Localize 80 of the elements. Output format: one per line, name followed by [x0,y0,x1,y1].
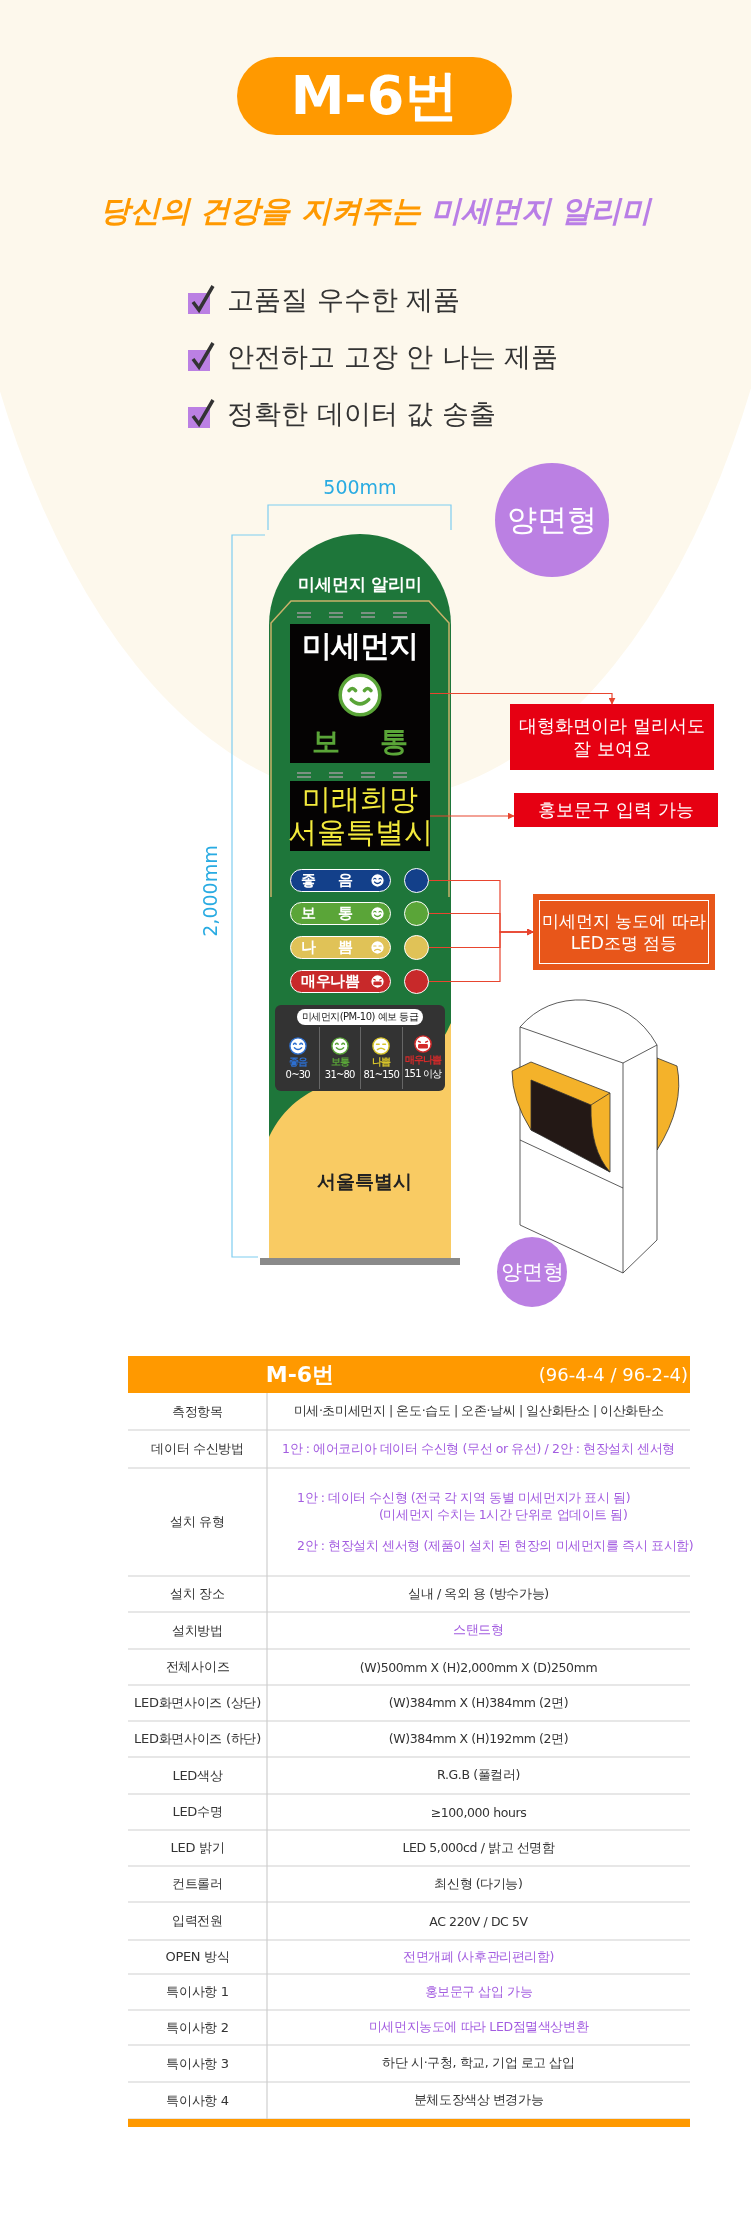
cell-value: 홍보문구 삽입 가능 [424,1983,533,2001]
legend-heading: 미세먼지(PM-10) 예보 등급 [296,1009,424,1025]
status-text: 나 쁨 [301,938,353,957]
row-label: 데이터 수신방법 [151,1440,244,1458]
arrow [429,812,515,820]
cell-value: (W)384mm X (H)192mm (2면) [388,1730,569,1748]
cell-value: 분체도장색상 변경가능 [413,2092,544,2109]
grade-name: 매우나쁨 [404,1053,441,1067]
screen-status: 보 통 [312,725,408,759]
grade-name: 보통 [330,1054,349,1069]
cell-value: R.G.B (풀컬러) [437,1767,520,1784]
row-label: 특이사항 4 [166,2091,229,2110]
cell-value: 하단 시·구청, 학교, 기업 로고 삽입 [382,2055,575,2072]
cell-value: (W)384mm X (H)384mm (2면) [388,1694,569,1712]
cell-value: (W)500mm X (H)2,000mm X (D)250mm [359,1659,598,1675]
cell-value: 스탠드형 [453,1622,504,1639]
status-level-tag [290,902,391,925]
dimension-label: 2,000mm [199,845,221,937]
cell-value: AC 220V / DC 5V [429,1913,528,1929]
row-label: 설치 유형 [170,1513,225,1531]
row-label: OPEN 방식 [165,1948,230,1966]
type-badge: 양면형 [497,1237,567,1307]
row-label: 전체사이즈 [165,1658,230,1676]
cell-value: LED 5,000cd / 밝고 선명함 [402,1839,555,1857]
cell-value: 최신형 (다기능) [434,1875,523,1893]
cell-value: 1안 : 에어코리아 데이터 수신형 (무선 or 유선) / 2안 : 현장설치 센서형 [282,1440,675,1458]
arrow [429,692,616,705]
sign-stand [269,535,451,1258]
cell-value: 실내 / 옥외 용 (방수가능) [408,1585,549,1603]
status-text: 좋 음 [301,871,353,890]
model-code: (96-4-4 / 96-2-4) [538,1364,688,1385]
screen-message: 미래희망 서울특별시 [287,783,433,849]
grade-legend-panel [275,1005,445,1091]
cell-value: 전면개폐 (사후관리편리함) [402,1948,555,1966]
status-text: 보 통 [301,904,353,923]
arrow [428,928,534,983]
row-label: LED색상 [172,1766,223,1785]
screen-title: 미세먼지 [302,628,418,664]
row-label: LED 밝기 [170,1839,225,1857]
feature-text: 안전하고 고장 안 나는 제품 [227,340,559,374]
status-text: 매우나쁨 [301,972,359,991]
row-label: LED화면사이즈 (상단) [134,1694,261,1712]
callout-box: 대형화면이라 멀리서도 잘 보여요 [510,704,714,770]
tagline: 당신의 건강을 지켜주는 [99,191,421,230]
row-label: LED수명 [172,1803,223,1821]
row-label: 특이사항 2 [166,2018,229,2037]
grade-range: 0~30 [285,1068,310,1080]
row-label: 설치 장소 [170,1585,225,1603]
row-label: 입력전원 [172,1912,223,1930]
row-label: 측정항목 [172,1402,223,1421]
sign-footer-text: 서울특별시 [316,1169,412,1194]
row-label: 특이사항 1 [166,1983,229,2001]
model-badge: M-6번 [237,57,512,135]
cell-value: 1안 : 데이터 수신형 (전국 각 지역 동별 미세먼지가 표시 됨) [297,1489,631,1507]
callout-box: 미세먼지 농도에 따라 LED조명 점등 [533,894,715,970]
grade-name: 나쁨 [372,1054,391,1069]
grade-name: 좋음 [288,1054,307,1069]
row-label: LED화면사이즈 (하단) [134,1730,261,1748]
cell-value: 2안 : 현장설치 센서형 (제품이 설치 된 현장의 미세먼지를 즉시 표시함) [297,1537,694,1555]
table-title: M-6번 [265,1360,335,1389]
sign-heading: 미세먼지 알리미 [297,572,423,596]
grade-range: 151 이상 [404,1067,442,1081]
row-label: 컨트롤러 [172,1875,223,1893]
dimension-label: 500mm [323,476,397,498]
grade-range: 31~80 [324,1068,355,1080]
cell-value: (미세먼지 수치는 1시간 단위로 업데이트 됨) [378,1506,628,1524]
cell-value: ≥100,000 hours [430,1804,527,1820]
row-label: 설치방법 [172,1621,223,1640]
cell-value: 미세먼지농도에 따라 LED점멸색상변환 [368,2019,589,2036]
tagline-highlight: 미세먼지 알리미 [430,191,652,230]
status-level-tag [290,869,391,892]
status-level-tag [290,936,391,959]
status-level-tag [290,970,391,993]
led-screen [290,624,430,763]
feature-text: 고품질 우수한 제품 [227,283,461,317]
callout-box: 홍보문구 입력 가능 [514,793,718,827]
cell-value: 미세·초미세먼지 | 온도·습도 | 오존·날씨 | 일산화탄소 | 이산화탄소 [293,1403,664,1420]
row-label: 특이사항 3 [166,2054,229,2073]
grade-range: 81~150 [363,1068,399,1080]
feature-text: 정확한 데이터 값 송출 [227,397,496,431]
